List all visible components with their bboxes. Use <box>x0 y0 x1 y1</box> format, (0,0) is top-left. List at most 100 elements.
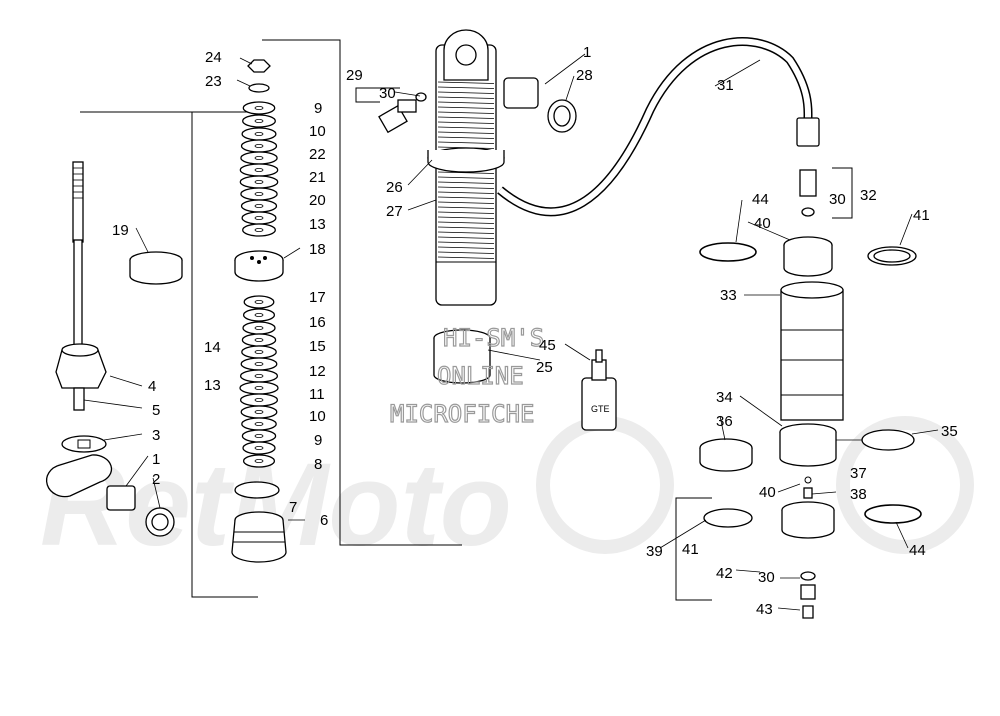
part-label-34: 34 <box>716 389 733 406</box>
part-label-25: 25 <box>536 359 553 376</box>
part-label-36: 36 <box>716 413 733 430</box>
watermark-text: HI-SM'S ONLINE MICROFICHE <box>389 323 544 428</box>
thread-line <box>437 236 495 239</box>
lower-shim-hole <box>254 397 264 402</box>
thread-line <box>437 81 495 84</box>
thread-line <box>437 101 495 104</box>
upper-shim-hole <box>254 106 264 111</box>
part-label-1a: 1 <box>152 451 160 468</box>
thread-line <box>437 201 495 204</box>
part-label-35: 35 <box>941 423 958 440</box>
part-labels: 2423910222120131817161514131211109876194… <box>112 44 958 618</box>
thread-line <box>437 126 495 129</box>
part-label-30c: 30 <box>758 569 775 586</box>
lower-shim-hole <box>254 325 264 330</box>
part-label-21: 21 <box>309 169 326 186</box>
part-label-9a: 9 <box>314 100 322 117</box>
part-label-10b: 10 <box>309 408 326 425</box>
thread-line <box>437 251 495 254</box>
part-label-26: 26 <box>386 179 403 196</box>
part-label-45: 45 <box>539 337 556 354</box>
lower-shim-hole <box>254 349 264 354</box>
lower-shim-hole <box>254 385 264 390</box>
thread-line <box>437 86 495 89</box>
lower-shim-hole <box>254 299 264 304</box>
part-label-44a: 44 <box>752 191 769 208</box>
watermark-line-1: HI-SM'S <box>443 324 544 352</box>
thread-line <box>437 196 495 199</box>
watermark-line-3: MICROFICHE <box>390 400 535 428</box>
thread-line <box>437 256 495 259</box>
part-label-14: 14 <box>204 339 221 356</box>
part-label-16: 16 <box>309 314 326 331</box>
lower-shim-hole <box>254 337 264 342</box>
part-label-30a: 30 <box>379 85 396 102</box>
part-label-41b: 41 <box>682 541 699 558</box>
shim-stack <box>231 39 462 563</box>
watermark-line-2: ONLINE <box>437 362 524 390</box>
part-label-4: 4 <box>148 378 156 395</box>
part-label-44b: 44 <box>909 542 926 559</box>
upper-shim-hole <box>254 155 264 160</box>
part-label-23: 23 <box>205 73 222 90</box>
shock-body <box>355 29 617 431</box>
part-label-40b: 40 <box>759 484 776 501</box>
part-label-17: 17 <box>309 289 326 306</box>
part-label-13b: 13 <box>204 377 221 394</box>
part-label-8: 8 <box>314 456 322 473</box>
lower-shim-hole <box>254 373 264 378</box>
part-label-9b: 9 <box>314 432 322 449</box>
lower-shim-hole <box>254 433 264 438</box>
lower-shim-hole <box>254 458 264 463</box>
part-label-3: 3 <box>152 427 160 444</box>
part-label-38: 38 <box>850 486 867 503</box>
thread-line <box>437 226 495 229</box>
thread-line <box>437 221 495 224</box>
thread-line <box>437 231 495 234</box>
reservoir-assembly <box>675 236 922 619</box>
thread-line <box>437 246 495 249</box>
part-label-20: 20 <box>309 192 326 209</box>
thread-line <box>437 181 495 184</box>
thread-line <box>437 176 495 179</box>
upper-shim-hole <box>254 227 264 232</box>
part-label-37: 37 <box>850 465 867 482</box>
part-label-41a: 41 <box>913 207 930 224</box>
part-label-10a: 10 <box>309 123 326 140</box>
part-label-40a: 40 <box>754 215 771 232</box>
thread-line <box>437 96 495 99</box>
upper-shim-hole <box>254 179 264 184</box>
upper-shim-hole <box>254 131 264 136</box>
part-label-18: 18 <box>309 241 326 258</box>
shaft-assembly <box>45 111 258 598</box>
thread-line <box>437 91 495 94</box>
thread-line <box>437 216 495 219</box>
part-label-31: 31 <box>717 77 734 94</box>
part-label-15: 15 <box>309 338 326 355</box>
upper-shim-hole <box>254 119 264 124</box>
thread-line <box>437 211 495 214</box>
part-label-27: 27 <box>386 203 403 220</box>
leader-lines <box>83 53 939 611</box>
thread-line <box>437 111 495 114</box>
thread-line <box>437 206 495 209</box>
thread-line <box>437 191 495 194</box>
thread-line <box>437 186 495 189</box>
part-label-2: 2 <box>152 471 160 488</box>
part-label-5: 5 <box>152 402 160 419</box>
thread-line <box>437 121 495 124</box>
part-label-29: 29 <box>346 67 363 84</box>
thread-line <box>437 171 495 174</box>
thread-line <box>437 116 495 119</box>
part-label-12: 12 <box>309 363 326 380</box>
part-label-6: 6 <box>320 512 328 529</box>
part-label-42: 42 <box>716 565 733 582</box>
part-label-19: 19 <box>112 222 129 239</box>
upper-shim-hole <box>254 167 264 172</box>
part-label-7: 7 <box>289 499 297 516</box>
thread-line <box>437 131 495 134</box>
part-label-39: 39 <box>646 543 663 560</box>
reservoir-hose <box>497 37 853 219</box>
